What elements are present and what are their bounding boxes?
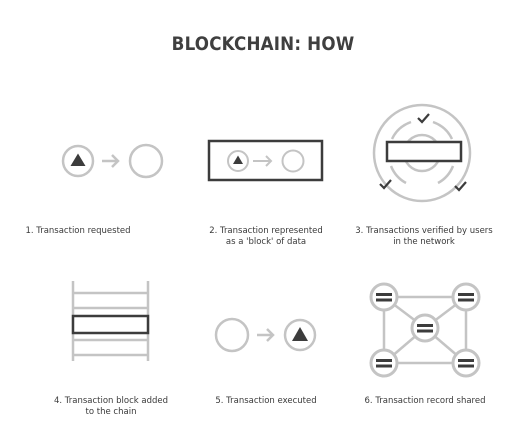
checkmark-icon [454, 181, 467, 192]
arrow-right-icon [102, 154, 120, 168]
caption-line: to the chain [85, 407, 137, 417]
step-2-illustration [207, 139, 324, 182]
step-1-caption: 1. Transaction requested [22, 226, 134, 237]
step-5-caption: 5. Transaction executed [193, 396, 339, 407]
network-node [410, 313, 440, 343]
step-2-caption: 2. Transaction represented as a 'block' … [193, 226, 339, 248]
arrow-right-icon [257, 328, 275, 342]
verification-rings-icon [372, 103, 472, 203]
step-5-illustration [214, 317, 317, 353]
network-node [451, 282, 481, 312]
step-6-caption: 6. Transaction record shared [352, 396, 498, 407]
network-node [369, 348, 399, 378]
step-4-illustration [71, 281, 150, 361]
caption-line: 6. Transaction record shared [364, 396, 486, 406]
step-3-caption: 3. Transactions verified by users in the… [346, 226, 502, 248]
step-3-illustration [372, 103, 472, 203]
caption-line: in the network [393, 237, 455, 247]
chain-stack-icon [71, 281, 150, 361]
step-1-illustration [61, 143, 164, 179]
caption-line: 1. Transaction requested [25, 226, 131, 236]
step-6-illustration [369, 282, 481, 378]
caption-line: 2. Transaction represented [209, 226, 323, 236]
empty-circle-icon [128, 143, 164, 179]
network-node [451, 348, 481, 378]
data-block-icon [207, 139, 324, 182]
caption-line: 5. Transaction executed [215, 396, 317, 406]
caption-line: as a 'block' of data [225, 237, 307, 247]
checkmark-icon [417, 113, 430, 124]
step-4-caption: 4. Transaction block added to the chain [38, 396, 184, 418]
caption-line: 3. Transactions verified by users [355, 226, 493, 236]
empty-circle-icon [214, 317, 250, 353]
triangle-in-circle-icon [283, 318, 317, 352]
caption-line: 4. Transaction block added [53, 396, 169, 406]
network-nodes-icon [369, 282, 481, 378]
network-node [369, 282, 399, 312]
triangle-in-circle-icon [61, 144, 95, 178]
page-title: BLOCKCHAIN: HOW [171, 33, 355, 55]
checkmark-icon [379, 179, 392, 190]
